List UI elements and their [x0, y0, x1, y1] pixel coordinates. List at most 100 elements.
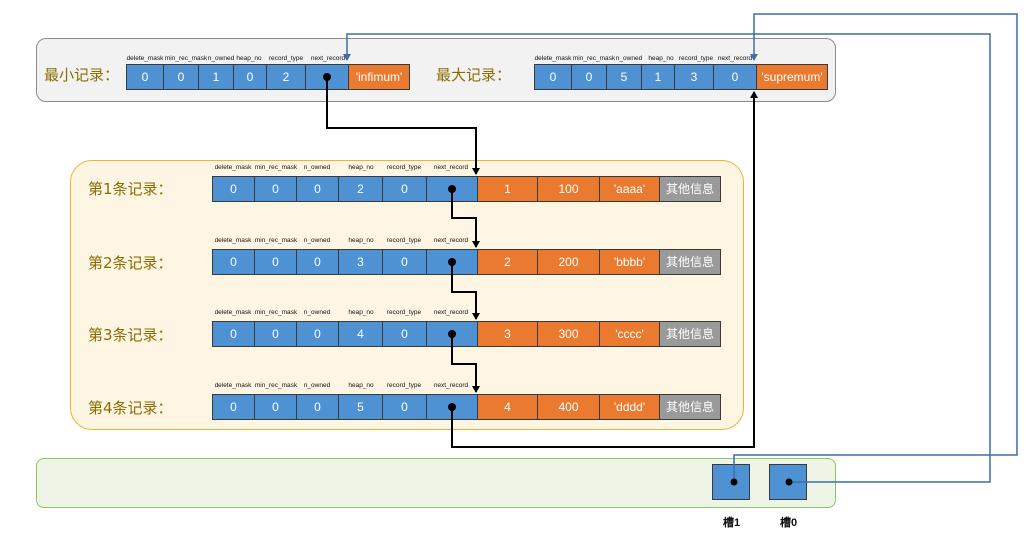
supremum-record-type-cell: 3	[674, 64, 714, 90]
record-3-header-heap-no: heap_no	[348, 309, 374, 316]
infimum-record-type-cell: 2	[266, 64, 306, 90]
slot-0-box	[769, 464, 807, 500]
record-1-col2-cell: 100	[537, 176, 600, 202]
supremum-header-heap-no: heap_no	[648, 55, 674, 62]
record-1-header-min-rec-mask: min_rec_mask	[254, 164, 298, 171]
record-4-delete-mask-cell: 0	[212, 394, 255, 420]
record-2-delete-mask-cell: 0	[212, 249, 255, 275]
record-3-col2-cell: 300	[537, 321, 600, 347]
record-3-header-delete-mask: delete_mask	[214, 309, 252, 316]
record-1-record-type-cell: 0	[382, 176, 427, 202]
record-1-n-owned-cell: 0	[296, 176, 339, 202]
infimum-data-cell: 'infimum'	[348, 64, 410, 90]
slot-1-box	[712, 464, 750, 500]
record-1-header-n-owned: n_owned	[303, 164, 331, 171]
record-3-other-info-cell: 其他信息	[659, 321, 721, 347]
infimum-header-n-owned: n_owned	[207, 55, 235, 62]
record-2-next-record-cell	[426, 249, 478, 275]
infimum-label: 最小记录：	[44, 66, 120, 84]
record-2-header-delete-mask: delete_mask	[214, 237, 252, 244]
record-2-n-owned-cell: 0	[296, 249, 339, 275]
record-4-header-n-owned: n_owned	[303, 382, 331, 389]
record-4-min-rec-mask-cell: 0	[254, 394, 297, 420]
record-3-col3-cell: 'cccc'	[599, 321, 660, 347]
supremum-header-min-rec-mask: min_rec_mask	[572, 55, 616, 62]
record-4-col3-cell: 'dddd'	[599, 394, 660, 420]
record-2-label: 第2条记录：	[88, 254, 173, 272]
record-4-header-delete-mask: delete_mask	[214, 382, 252, 389]
record-1-col1-cell: 1	[477, 176, 538, 202]
supremum-n-owned-cell: 5	[606, 64, 642, 90]
record-1-header-record-type: record_type	[386, 164, 422, 171]
record-2-header-min-rec-mask: min_rec_mask	[254, 237, 298, 244]
record-2-heap-no-cell: 3	[338, 249, 383, 275]
infimum-next-record-cell	[305, 64, 349, 90]
infimum-header-record-type: record_type	[268, 55, 304, 62]
slot-0-label: 槽0	[780, 517, 798, 529]
slot-1-label: 槽1	[723, 517, 741, 529]
infimum-n-owned-cell: 1	[198, 64, 234, 90]
record-3-header-record-type: record_type	[386, 309, 422, 316]
record-4-col2-cell: 400	[537, 394, 600, 420]
record-4-header-min-rec-mask: min_rec_mask	[254, 382, 298, 389]
record-4-col1-cell: 4	[477, 394, 538, 420]
infimum-min-rec-mask-cell: 0	[163, 64, 199, 90]
infimum-header-heap-no: heap_no	[236, 55, 262, 62]
record-1-next-record-cell	[426, 176, 478, 202]
record-2-other-info-cell: 其他信息	[659, 249, 721, 275]
supremum-label: 最大记录：	[436, 66, 512, 84]
record-1-other-info-cell: 其他信息	[659, 176, 721, 202]
record-4-header-record-type: record_type	[386, 382, 422, 389]
supremum-header-n-owned: n_owned	[615, 55, 643, 62]
supremum-header-delete-mask: delete_mask	[534, 55, 572, 62]
supremum-next-record-cell: 0	[713, 64, 757, 90]
record-2-header-heap-no: heap_no	[348, 237, 374, 244]
record-1-col3-cell: 'aaaa'	[599, 176, 660, 202]
record-4-other-info-cell: 其他信息	[659, 394, 721, 420]
record-3-header-next-record: next_record	[433, 309, 469, 316]
record-3-delete-mask-cell: 0	[212, 321, 255, 347]
record-4-label: 第4条记录：	[88, 399, 173, 417]
record-4-heap-no-cell: 5	[338, 394, 383, 420]
record-4-n-owned-cell: 0	[296, 394, 339, 420]
record-2-col2-cell: 200	[537, 249, 600, 275]
record-3-col1-cell: 3	[477, 321, 538, 347]
record-4-record-type-cell: 0	[382, 394, 427, 420]
record-1-min-rec-mask-cell: 0	[254, 176, 297, 202]
record-2-header-next-record: next_record	[433, 237, 469, 244]
record-3-record-type-cell: 0	[382, 321, 427, 347]
supremum-data-cell: 'supremum'	[756, 64, 828, 90]
record-2-min-rec-mask-cell: 0	[254, 249, 297, 275]
record-1-header-heap-no: heap_no	[348, 164, 374, 171]
infimum-header-min-rec-mask: min_rec_mask	[164, 55, 208, 62]
record-3-min-rec-mask-cell: 0	[254, 321, 297, 347]
supremum-delete-mask-cell: 0	[534, 64, 572, 90]
supremum-heap-no-cell: 1	[641, 64, 675, 90]
infimum-header-next-record: next_record	[310, 55, 346, 62]
supremum-header-record-type: record_type	[678, 55, 714, 62]
record-3-next-record-cell	[426, 321, 478, 347]
record-2-col1-cell: 2	[477, 249, 538, 275]
record-2-col3-cell: 'bbbb'	[599, 249, 660, 275]
record-2-record-type-cell: 0	[382, 249, 427, 275]
record-1-delete-mask-cell: 0	[212, 176, 255, 202]
infimum-heap-no-cell: 0	[233, 64, 267, 90]
infimum-delete-mask-cell: 0	[126, 64, 164, 90]
record-2-header-n-owned: n_owned	[303, 237, 331, 244]
record-1-heap-no-cell: 2	[338, 176, 383, 202]
record-3-label: 第3条记录：	[88, 326, 173, 344]
record-1-label: 第1条记录：	[88, 180, 173, 198]
supremum-min-rec-mask-cell: 0	[571, 64, 607, 90]
record-4-header-next-record: next_record	[433, 382, 469, 389]
record-3-header-min-rec-mask: min_rec_mask	[254, 309, 298, 316]
record-3-header-n-owned: n_owned	[303, 309, 331, 316]
record-1-header-next-record: next_record	[433, 164, 469, 171]
record-3-n-owned-cell: 0	[296, 321, 339, 347]
infimum-header-delete-mask: delete_mask	[126, 55, 164, 62]
record-4-header-heap-no: heap_no	[348, 382, 374, 389]
record-1-header-delete-mask: delete_mask	[214, 164, 252, 171]
record-3-heap-no-cell: 4	[338, 321, 383, 347]
record-4-next-record-cell	[426, 394, 478, 420]
record-2-header-record-type: record_type	[386, 237, 422, 244]
supremum-header-next-record: next_record	[717, 55, 753, 62]
